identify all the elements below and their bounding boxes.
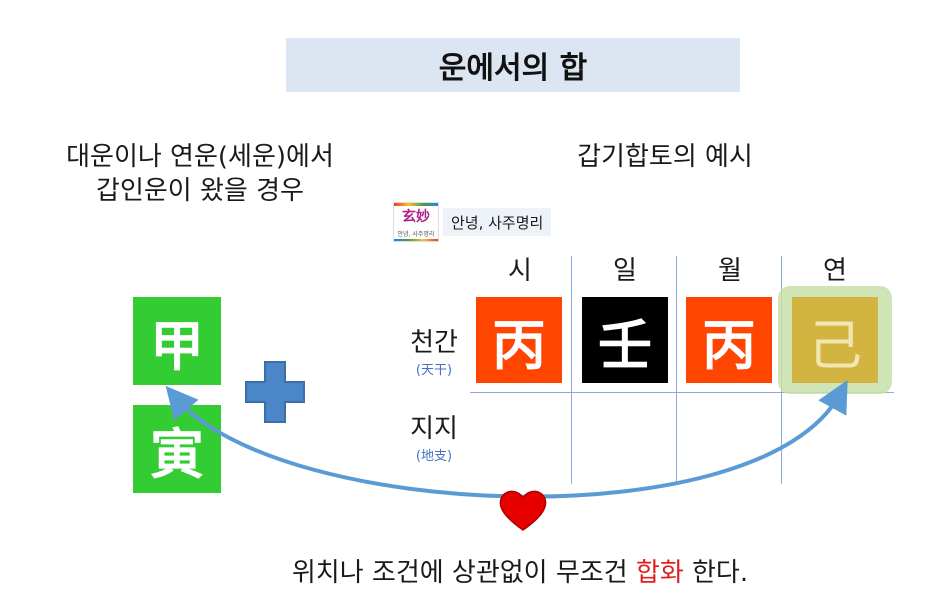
column-header-hour: 시 [508, 256, 532, 286]
grid-line-vertical [676, 256, 677, 484]
logo-sub: 안녕, 사주명리 [397, 231, 435, 238]
logo-chars: 玄妙 [402, 209, 430, 225]
grid-line-vertical [571, 256, 572, 484]
heart-icon [499, 490, 547, 531]
left-caption-line2: 갑인운이 왔을 경우 [96, 176, 304, 206]
stem-cell-month: 丙 [686, 297, 772, 383]
bottom-caption-before: 위치나 조건에 상관없이 무조건 [291, 558, 636, 588]
right-caption: 갑기합토의 예시 [577, 142, 753, 172]
stem-cell-hour: 丙 [476, 297, 562, 383]
row-label-heavenly: 천간 [410, 328, 458, 358]
logo-bar-top [394, 203, 438, 206]
channel-badge: 玄妙 안녕, 사주명리 안녕, 사주명리 [393, 202, 583, 242]
left-caption: 대운이나 연운(세운)에서 갑인운이 왔을 경우 [30, 140, 370, 208]
row-sublabel-earthly: (地支) [415, 449, 453, 464]
bottom-caption-after: 한다. [683, 558, 749, 588]
stem-cell-year: 己 [792, 297, 878, 383]
bottom-caption-highlight: 합화 [635, 558, 684, 588]
channel-name: 안녕, 사주명리 [443, 208, 552, 236]
page-title: 운에서의 합 [286, 38, 740, 92]
stem-cell-day: 壬 [582, 297, 668, 383]
channel-logo: 玄妙 안녕, 사주명리 [393, 202, 439, 242]
logo-bar-bottom [394, 239, 438, 241]
bottom-caption: 위치나 조건에 상관없이 무조건 합화 한다. [200, 552, 840, 589]
column-header-year: 연 [823, 256, 847, 286]
column-header-month: 월 [718, 256, 742, 286]
luck-stem-cell: 甲 [133, 297, 221, 385]
left-caption-line1: 대운이나 연운(세운)에서 [66, 142, 334, 172]
row-sublabel-heavenly: (天干) [415, 363, 453, 378]
column-header-day: 일 [613, 256, 637, 286]
